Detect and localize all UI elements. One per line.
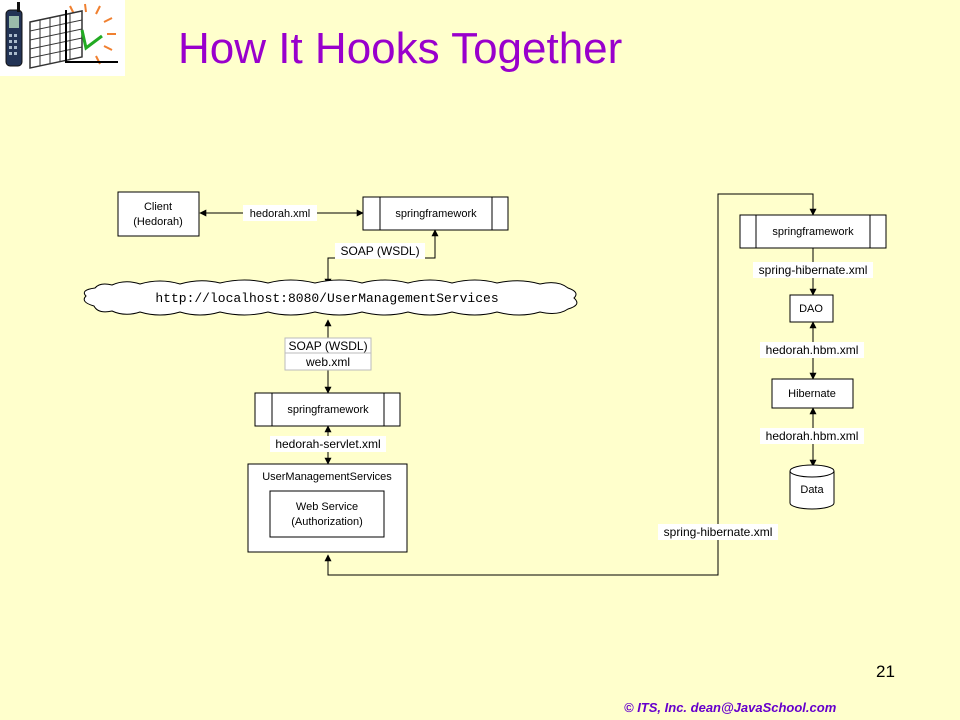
- springframework-mid-node: springframework: [254, 392, 401, 427]
- web-cloud-node: http://localhost:8080/UserManagementServ…: [83, 279, 578, 316]
- svg-text:DAO: DAO: [799, 303, 823, 315]
- svg-text:hedorah-servlet.xml: hedorah-servlet.xml: [275, 437, 380, 451]
- svg-text:web.xml: web.xml: [305, 355, 350, 369]
- label-hedorah-servlet-xml: hedorah-servlet.xml: [270, 436, 386, 452]
- phone-calendar-logo: [0, 0, 125, 76]
- svg-text:springframework: springframework: [395, 208, 477, 220]
- springframework-top-node: springframework: [362, 196, 509, 231]
- svg-text:hedorah.hbm.xml: hedorah.hbm.xml: [766, 343, 859, 357]
- svg-text:spring-hibernate.xml: spring-hibernate.xml: [759, 263, 868, 277]
- client-node: Client (Hedorah): [117, 191, 200, 237]
- svg-text:Hibernate: Hibernate: [788, 388, 836, 400]
- svg-text:(Hedorah): (Hedorah): [133, 216, 183, 228]
- svg-text:SOAP (WSDL): SOAP (WSDL): [340, 244, 419, 258]
- svg-text:springframework: springframework: [772, 226, 854, 238]
- label-hbm-1: hedorah.hbm.xml: [760, 342, 864, 358]
- connector-ums-spring-right: [324, 193, 817, 576]
- label-spring-hibernate-bottom: spring-hibernate.xml: [658, 524, 778, 540]
- svg-text:hedorah.xml: hedorah.xml: [250, 208, 311, 220]
- svg-text:springframework: springframework: [287, 404, 369, 416]
- label-spring-hibernate-top: spring-hibernate.xml: [753, 262, 873, 278]
- label-hbm-2: hedorah.hbm.xml: [760, 428, 864, 444]
- svg-text:(Authorization): (Authorization): [291, 516, 363, 528]
- hibernate-node: Hibernate: [771, 378, 854, 409]
- footer-copyright: © ITS, Inc. dean@JavaSchool.com: [624, 700, 837, 715]
- svg-text:Client: Client: [144, 201, 172, 213]
- slide-title: How It Hooks Together: [178, 24, 623, 73]
- svg-text:Data: Data: [800, 484, 824, 496]
- springframework-right-node: springframework: [739, 214, 887, 249]
- label-hedorah-xml: hedorah.xml: [243, 205, 317, 221]
- page-number: 21: [876, 662, 895, 681]
- svg-text:SOAP (WSDL): SOAP (WSDL): [288, 339, 367, 353]
- svg-text:hedorah.hbm.xml: hedorah.hbm.xml: [766, 429, 859, 443]
- user-management-services-node: UserManagementServices Web Service (Auth…: [247, 463, 408, 553]
- svg-text:http://localhost:8080/UserMana: http://localhost:8080/UserManagementServ…: [155, 291, 498, 306]
- data-store-node: Data: [789, 464, 835, 510]
- svg-text:Web Service: Web Service: [296, 501, 358, 513]
- svg-text:UserManagementServices: UserManagementServices: [262, 471, 392, 483]
- dao-node: DAO: [789, 294, 834, 323]
- label-soap-webxml: SOAP (WSDL) web.xml: [284, 337, 372, 371]
- label-soap-top: SOAP (WSDL): [335, 243, 425, 259]
- svg-text:spring-hibernate.xml: spring-hibernate.xml: [664, 525, 773, 539]
